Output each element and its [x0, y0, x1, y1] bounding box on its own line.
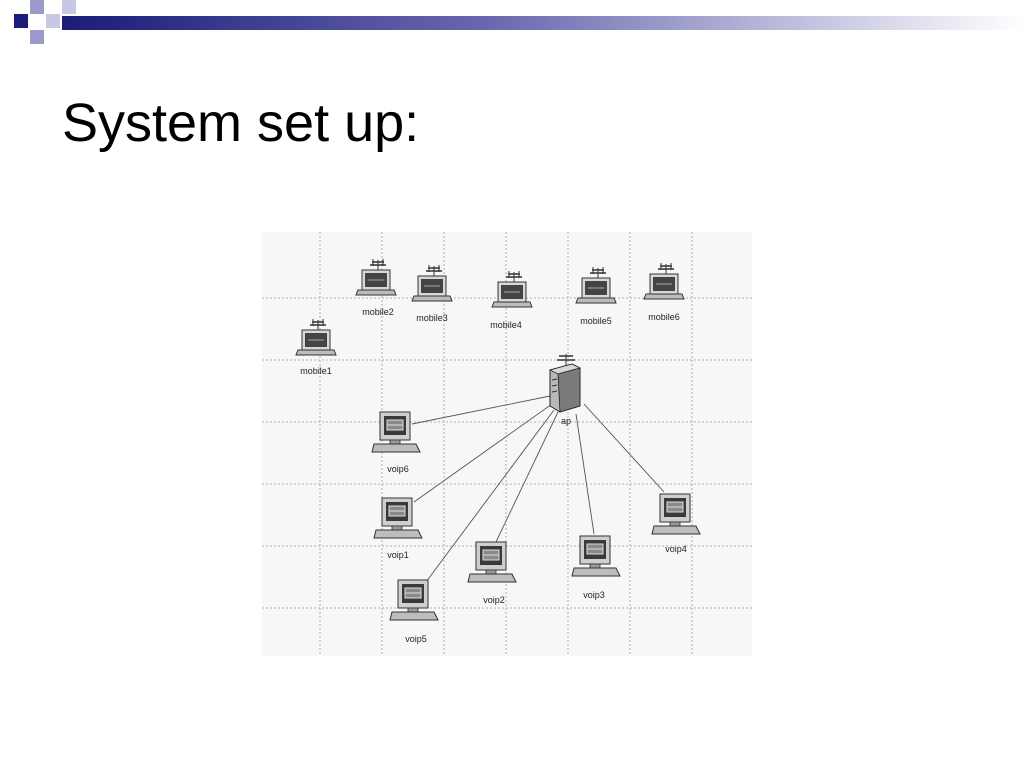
links [411, 395, 665, 583]
access-point-node: ap [549, 353, 581, 426]
node-label: mobile3 [416, 313, 448, 323]
mobile-node: mobile2 [355, 258, 397, 317]
page-title: System set up: [62, 93, 420, 153]
workstation-node: voip5 [389, 579, 439, 644]
link-ap-voip6 [411, 395, 551, 425]
decor-square [30, 0, 44, 14]
node-label: mobile2 [362, 307, 394, 317]
mobile-node: mobile6 [643, 262, 685, 322]
workstation-node: voip6 [371, 411, 421, 474]
link-ap-voip4 [583, 403, 665, 493]
grid [262, 232, 752, 656]
workstation-node: voip3 [571, 535, 621, 600]
decor-square [46, 14, 60, 28]
decor-square [30, 30, 44, 44]
node-label: ap [561, 416, 571, 426]
mobile-node: mobile5 [575, 266, 617, 326]
link-ap-voip5 [425, 409, 555, 583]
link-ap-voip1 [413, 403, 553, 503]
node-label: voip4 [665, 544, 687, 554]
node-label: mobile4 [490, 320, 522, 330]
workstation-node: voip4 [651, 493, 701, 554]
header-gradient-bar [62, 16, 1024, 30]
network-diagram: mobile1 mobile2 mobile3 mobile4 mobile5 … [262, 232, 752, 656]
slide-header-decoration [14, 0, 1024, 44]
workstation-node: voip1 [373, 497, 423, 560]
node-label: voip3 [583, 590, 605, 600]
mobile-node: mobile3 [411, 264, 453, 323]
node-label: mobile1 [300, 366, 332, 376]
decor-square [14, 14, 28, 28]
workstation-node: voip2 [467, 541, 517, 605]
node-label: voip1 [387, 550, 409, 560]
link-ap-voip3 [575, 413, 595, 535]
node-label: voip6 [387, 464, 409, 474]
mobile-node: mobile4 [490, 270, 533, 330]
link-ap-voip2 [495, 411, 559, 543]
node-label: voip2 [483, 595, 505, 605]
mobile-node: mobile1 [295, 318, 337, 376]
node-label: mobile6 [648, 312, 680, 322]
decor-square [62, 0, 76, 14]
node-label: mobile5 [580, 316, 612, 326]
node-label: voip5 [405, 634, 427, 644]
